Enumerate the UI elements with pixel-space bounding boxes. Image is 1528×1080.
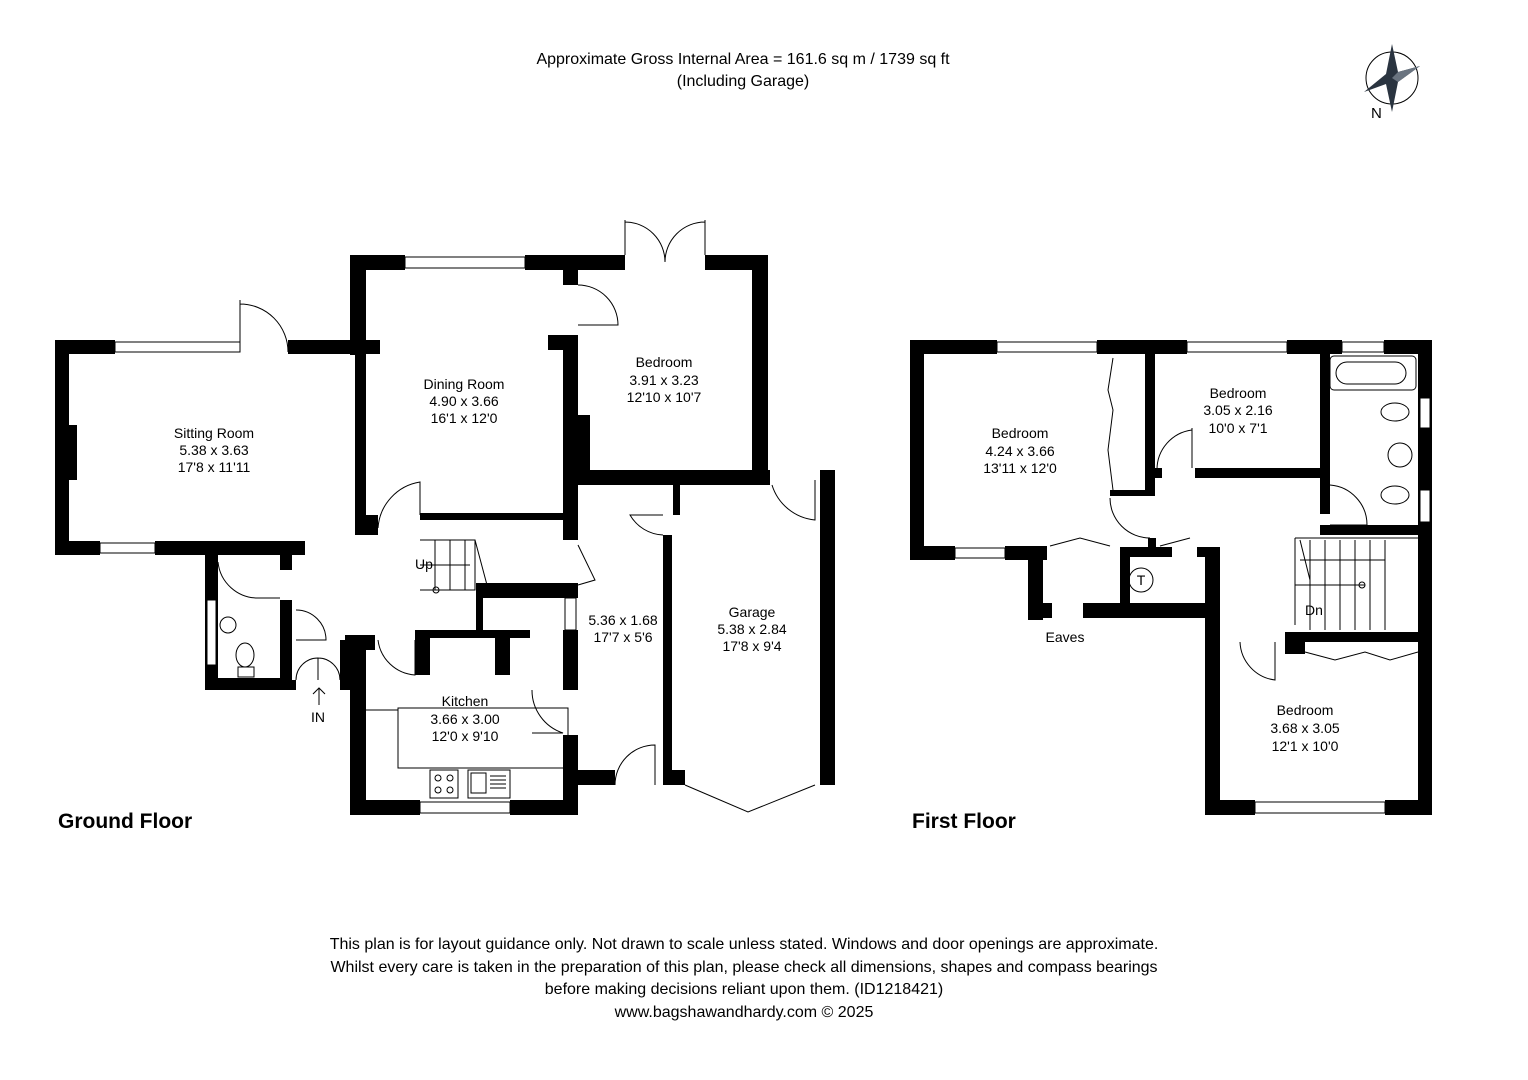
tank-label: T (1137, 572, 1146, 588)
room-sitting-room: Sitting Room 5.38 x 3.63 17'8 x 11'11 (174, 425, 254, 475)
svg-text:10'0 x 7'1: 10'0 x 7'1 (1208, 420, 1267, 436)
svg-text:4.24 x 3.66: 4.24 x 3.66 (985, 443, 1054, 459)
ground-floor-title: Ground Floor (58, 810, 192, 833)
svg-text:17'7 x 5'6: 17'7 x 5'6 (593, 629, 652, 645)
room-kitchen: Kitchen 3.66 x 3.00 12'0 x 9'10 (430, 693, 499, 744)
svg-text:12'0 x 9'10: 12'0 x 9'10 (432, 728, 499, 744)
svg-text:Bedroom: Bedroom (636, 354, 693, 370)
disclaimer-line-2: Whilst every care is taken in the prepar… (330, 959, 1157, 976)
svg-text:Kitchen: Kitchen (442, 693, 489, 709)
hob-icon (429, 769, 459, 799)
compass-north-label: N (1371, 105, 1382, 122)
svg-text:5.38 x 3.63: 5.38 x 3.63 (179, 442, 248, 458)
svg-text:17'8 x 9'4: 17'8 x 9'4 (722, 638, 781, 654)
room-ground-bedroom: Bedroom 3.91 x 3.23 12'10 x 10'7 (627, 354, 702, 405)
svg-text:5.36 x 1.68: 5.36 x 1.68 (588, 612, 657, 628)
first-floor-title: First Floor (912, 810, 1016, 833)
room-first-bedroom-1: Bedroom 4.24 x 3.66 13'11 x 12'0 (983, 425, 1057, 476)
svg-text:3.68 x 3.05: 3.68 x 3.05 (1270, 720, 1339, 736)
tank-icon (1128, 567, 1154, 593)
first-floor-plan (910, 340, 1432, 815)
svg-text:Bedroom: Bedroom (1277, 702, 1334, 718)
sink-icon (467, 769, 511, 799)
svg-text:3.91 x 3.23: 3.91 x 3.23 (629, 372, 698, 388)
svg-text:5.38 x 2.84: 5.38 x 2.84 (717, 621, 786, 637)
svg-text:Dining Room: Dining Room (424, 376, 505, 392)
svg-text:12'1 x 10'0: 12'1 x 10'0 (1272, 738, 1339, 754)
svg-text:Garage: Garage (729, 604, 776, 620)
gross-area-text: Approximate Gross Internal Area = 161.6 … (536, 51, 950, 68)
room-hallway: 5.36 x 1.68 17'7 x 5'6 (588, 612, 657, 645)
stairs-down-label: Dn (1305, 602, 1323, 618)
svg-text:3.05 x 2.16: 3.05 x 2.16 (1203, 402, 1272, 418)
disclaimer-line-3: before making decisions reliant upon the… (545, 981, 943, 998)
including-garage-text: (Including Garage) (677, 73, 810, 90)
svg-text:Bedroom: Bedroom (1210, 385, 1267, 401)
svg-text:17'8 x 11'11: 17'8 x 11'11 (178, 459, 251, 475)
room-dining-room: Dining Room 4.90 x 3.66 16'1 x 12'0 (424, 376, 505, 426)
room-first-bedroom-3: Bedroom 3.68 x 3.05 12'1 x 10'0 (1270, 702, 1339, 754)
room-first-bedroom-2: Bedroom 3.05 x 2.16 10'0 x 7'1 (1203, 385, 1272, 436)
ground-floor-plan (55, 220, 835, 815)
svg-text:16'1 x 12'0: 16'1 x 12'0 (431, 410, 498, 426)
entrance-label: IN (311, 709, 325, 725)
disclaimer-line-1: This plan is for layout guidance only. N… (330, 936, 1159, 953)
svg-text:12'10 x 10'7: 12'10 x 10'7 (627, 389, 702, 405)
entrance-arrow-icon (312, 687, 326, 705)
stairs-up-label: Up (415, 556, 433, 572)
svg-text:13'11 x 12'0: 13'11 x 12'0 (983, 460, 1057, 476)
svg-text:Bedroom: Bedroom (992, 425, 1049, 441)
svg-text:4.90 x 3.66: 4.90 x 3.66 (429, 393, 498, 409)
room-garage: Garage 5.38 x 2.84 17'8 x 9'4 (717, 604, 786, 654)
svg-text:Sitting Room: Sitting Room (174, 425, 254, 441)
svg-text:3.66 x 3.00: 3.66 x 3.00 (430, 711, 499, 727)
website-copyright: www.bagshawandhardy.com © 2025 (614, 1004, 874, 1021)
eaves-label: Eaves (1046, 629, 1085, 645)
compass-icon: N (1364, 44, 1420, 122)
